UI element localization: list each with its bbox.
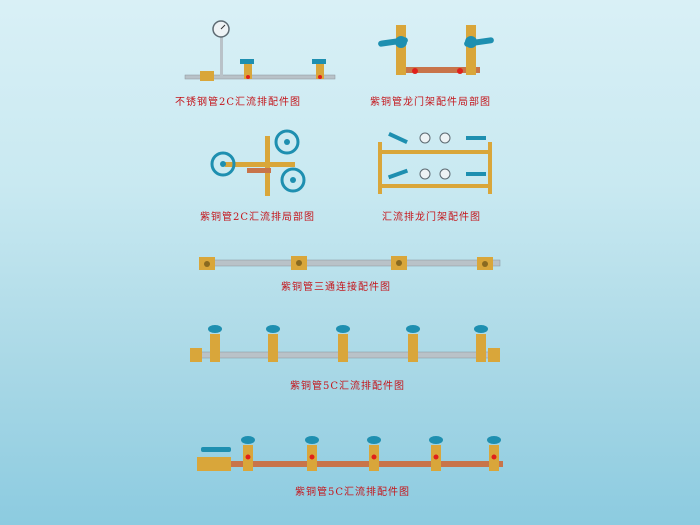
caption-copper-gantry: 紫铜管龙门架配件局部图 <box>370 97 491 108</box>
manifold-gantry-image <box>378 131 492 194</box>
copper-2c-image <box>210 129 306 196</box>
caption-copper-2c: 紫铜管2C汇流排局部图 <box>200 212 316 223</box>
panel-manifold-gantry: 汇流排龙门架配件图 <box>370 128 510 223</box>
stainless-manifold-image <box>184 20 336 81</box>
caption-stainless-2c: 不锈钢管2C汇流排配件图 <box>175 97 302 108</box>
panel-copper-5c: 紫铜管5C汇流排配件图 <box>195 435 515 500</box>
copper-gantry-image <box>378 25 494 75</box>
5c-manifold-image <box>190 325 500 362</box>
caption-5c-manifold: 紫铜管5C汇流排配件图 <box>290 381 406 392</box>
copper-5c-image <box>197 436 503 471</box>
tee-fittings-image <box>199 256 501 270</box>
caption-tee-fittings: 紫铜管三通连接配件图 <box>281 282 391 293</box>
caption-manifold-gantry: 汇流排龙门架配件图 <box>382 212 481 223</box>
panel-stainless-2c: 不锈钢管2C汇流排配件图 <box>175 15 340 110</box>
panel-5c-manifold: 紫铜管5C汇流排配件图 <box>188 322 508 392</box>
panel-copper-2c: 紫铜管2C汇流排局部图 <box>195 128 325 223</box>
panel-tee-fittings: 紫铜管三通连接配件图 <box>195 248 505 293</box>
panel-copper-gantry: 紫铜管龙门架配件局部图 <box>370 15 510 110</box>
caption-copper-5c: 紫铜管5C汇流排配件图 <box>295 487 411 498</box>
